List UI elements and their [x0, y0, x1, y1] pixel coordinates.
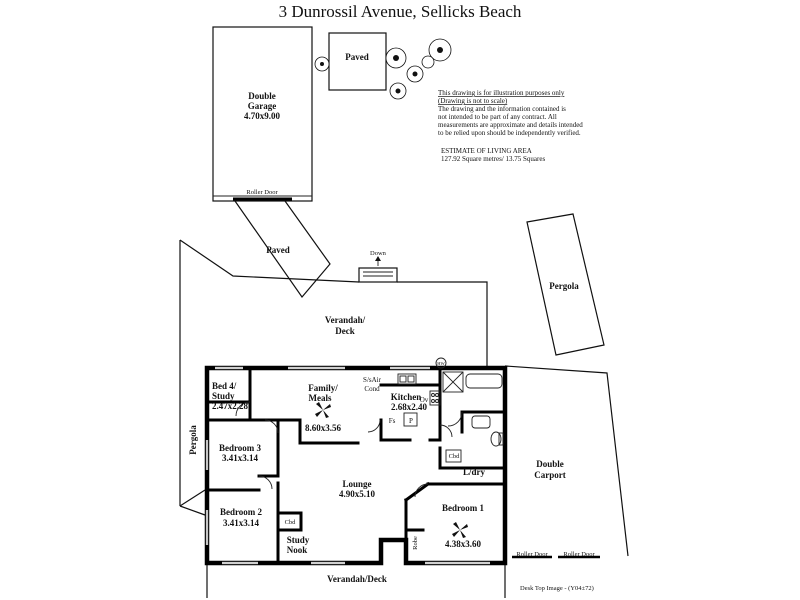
cupboard-label: Cbd: [285, 519, 297, 526]
carport-label: Double: [536, 459, 564, 469]
bed2-label: Bedroom 2: [220, 507, 263, 517]
aircon-label-2: Cond: [364, 385, 380, 393]
pergola-right: Pergola: [526, 213, 605, 356]
paved-drive-label: Paved: [266, 245, 290, 255]
aircon-label: S/sAir: [363, 376, 382, 384]
carport-label-2: Carport: [534, 470, 566, 480]
paved-top-label: Paved: [345, 52, 369, 62]
paved-area-top: Paved: [328, 32, 387, 91]
verandah-deck-top: Down Verandah/ Deck: [179, 239, 488, 506]
family-label: Family/: [308, 383, 338, 393]
paved-driveway: Paved: [234, 200, 331, 298]
disclaimer-line-5: measurements are approximate and details…: [438, 121, 583, 129]
study-nook-label-2: Nook: [287, 545, 308, 555]
kitchen-fixtures: Ov Fs P: [389, 373, 441, 427]
estimate-value: 127.92 Square metres/ 13.75 Squares: [441, 155, 545, 163]
carport-roller-door-2: Roller Door: [563, 551, 595, 558]
plan-title: 3 Dunrossil Avenue, Sellicks Beach: [279, 2, 522, 21]
house-walls: [204, 365, 508, 566]
family-label-2: Meals: [309, 393, 332, 403]
bed4-label: Bed 4/: [212, 381, 237, 391]
bed2-size: 3.41x3.14: [223, 518, 260, 528]
pantry-label: P: [409, 417, 413, 425]
bed3-label: Bedroom 3: [219, 443, 262, 453]
robe-label: Robe: [412, 536, 419, 550]
pergola-right-label: Pergola: [549, 281, 579, 291]
bed4-label-2: Study: [212, 391, 235, 401]
verandah-top-label: Verandah/: [325, 315, 366, 325]
oven-label: Ov: [420, 396, 429, 404]
fridge-space-label: Fs: [389, 417, 396, 425]
laundry-cupboard-label: Cbd: [449, 453, 461, 460]
pergola-left: Pergola: [179, 425, 206, 516]
garage-size: 4.70x9.00: [244, 111, 281, 121]
lounge-size: 4.90x5.10: [339, 489, 376, 499]
kitchen-label: Kitchen: [391, 392, 422, 402]
disclaimer-line-3: The drawing and the information containe…: [438, 105, 566, 113]
bathroom-fixtures: HW: [435, 357, 504, 463]
bed1-size: 4.38x3.60: [445, 539, 482, 549]
bed4-size: 2.47x2.28: [212, 401, 249, 411]
hot-water-label: HW: [437, 361, 445, 366]
garage-label-2: Garage: [248, 101, 277, 111]
room-labels: Bed 4/ Study 2.47x2.28 Family/ Meals 8.6…: [212, 376, 485, 555]
disclaimer-line-4: not intended to be part of any contract.…: [438, 113, 557, 121]
disclaimer-block: This drawing is for illustration purpose…: [438, 89, 583, 163]
garage-roller-door-label: Roller Door: [246, 189, 278, 196]
footer-image-ref: Desk Top Image - (Y04±72): [520, 585, 594, 592]
family-size: 8.60x3.56: [305, 423, 342, 433]
garage-label: Double: [248, 91, 276, 101]
double-garage: Double Garage 4.70x9.00 Roller Door: [212, 26, 313, 202]
laundry-label: L/dry: [463, 467, 486, 477]
disclaimer-line-6: to be relied upon should be independentl…: [438, 129, 581, 137]
estimate-heading: ESTIMATE OF LIVING AREA: [441, 147, 532, 155]
bed1-label: Bedroom 1: [442, 503, 485, 513]
disclaimer-line-1: This drawing is for illustration purpose…: [438, 89, 565, 97]
ceiling-fan-icon: [315, 402, 468, 538]
study-nook-label: Study: [287, 535, 310, 545]
verandah-bottom-label: Verandah/Deck: [327, 574, 387, 584]
kitchen-size: 2.68x2.40: [391, 402, 428, 412]
verandah-top-label-2: Deck: [335, 326, 355, 336]
down-label: Down: [370, 250, 387, 257]
disclaimer-line-2: (Drawing is not to scale): [438, 97, 508, 105]
bed3-size: 3.41x3.14: [222, 453, 259, 463]
garden-plants-icon: [314, 38, 452, 100]
pergola-left-label: Pergola: [188, 425, 198, 455]
double-carport: Double Carport Roller Door Roller Door: [504, 365, 629, 559]
lounge-label: Lounge: [342, 479, 371, 489]
carport-roller-door-1: Roller Door: [516, 551, 548, 558]
